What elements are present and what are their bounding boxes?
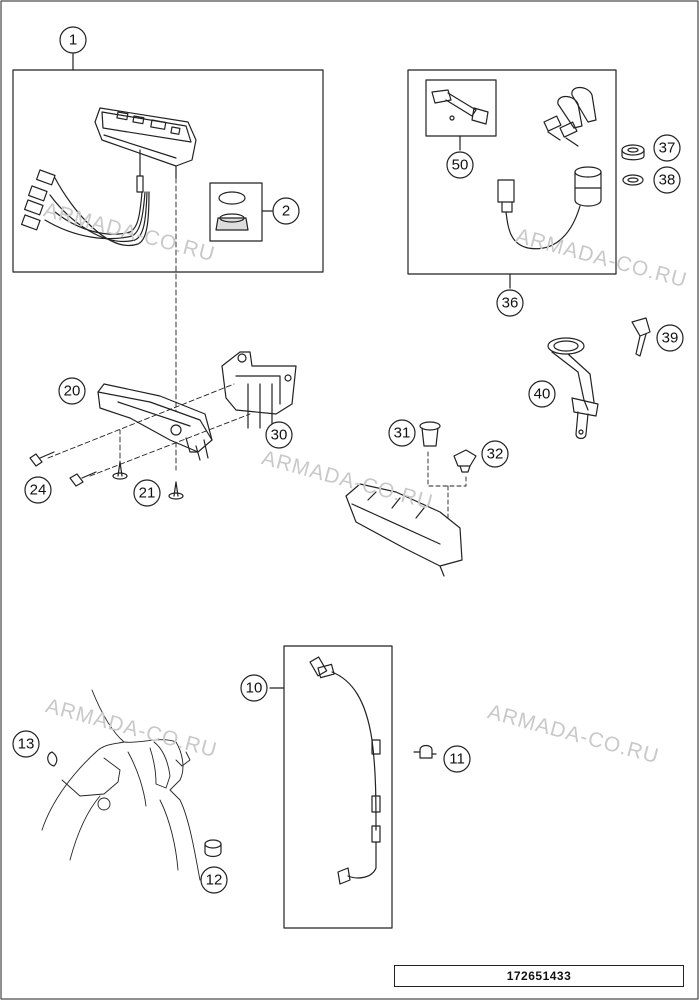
callout-label: 32 — [486, 445, 504, 463]
callout-label: 30 — [270, 426, 288, 444]
screw-21-b — [168, 481, 184, 500]
washer-38 — [622, 174, 644, 186]
callout-label: 20 — [63, 382, 81, 400]
speedometer-unit[interactable] — [94, 107, 197, 193]
screw-24-b — [69, 471, 97, 487]
callout-circle — [656, 324, 684, 352]
callout-label: 37 — [658, 139, 676, 157]
callout-circle — [388, 419, 416, 447]
callout-circle — [24, 476, 52, 504]
nut-37 — [621, 144, 645, 161]
ignition-cable — [497, 179, 581, 250]
callout-label: 40 — [533, 385, 551, 403]
callout-circle — [653, 166, 681, 194]
callout-circle — [240, 674, 268, 702]
callout-label: 36 — [501, 294, 519, 312]
callout-circle — [58, 377, 86, 405]
lock-holder-40 — [547, 337, 599, 440]
screw-21-a — [112, 461, 128, 480]
upper-bracket-20 — [97, 383, 213, 461]
callout-circle — [59, 26, 87, 54]
group-box-part-50 — [425, 79, 497, 137]
callout-label: 31 — [393, 424, 411, 442]
callout-circle — [653, 134, 681, 162]
callout-label: 10 — [245, 679, 263, 697]
diagram-code-box: 172651433 — [394, 965, 684, 987]
circlip-13 — [47, 751, 58, 767]
callout-label: 12 — [205, 871, 223, 889]
callout-circle — [481, 440, 509, 468]
key-blank-39 — [631, 317, 651, 357]
callout-label: 13 — [17, 735, 35, 753]
callout-label: 38 — [658, 171, 676, 189]
ignition-keys — [543, 86, 597, 147]
ignition-switch-body — [574, 166, 602, 207]
speedometer-bracket-seal — [215, 191, 249, 231]
callout-circle — [496, 289, 524, 317]
callout-circle — [446, 151, 474, 179]
sensor-cable — [309, 656, 381, 885]
group-box-speedometer — [12, 69, 324, 273]
pin-31 — [419, 421, 441, 447]
callout-circle — [200, 866, 228, 894]
callout-circle — [443, 745, 471, 773]
group-box-ignition — [407, 69, 617, 275]
callout-label: 50 — [451, 156, 469, 174]
bracket-30 — [221, 351, 297, 429]
callout-label: 21 — [138, 484, 156, 502]
callout-circle — [265, 421, 293, 449]
speedometer-cable-harness — [20, 169, 150, 247]
cable-clip-11 — [413, 744, 437, 759]
grommet-32 — [453, 449, 477, 473]
callout-label: 11 — [449, 750, 465, 768]
callout-label: 2 — [281, 202, 291, 220]
callout-label: 39 — [661, 329, 679, 347]
callout-circle — [133, 479, 161, 507]
screw-24-a — [29, 451, 55, 467]
group-box-part-2 — [209, 182, 263, 242]
callout-circle — [12, 730, 40, 758]
lower-bracket — [345, 483, 463, 577]
lock-cylinder — [431, 89, 489, 125]
diagram-code: 172651433 — [506, 969, 572, 983]
callout-label: 24 — [29, 481, 47, 499]
bushing-12 — [204, 839, 222, 858]
fork-bridge-outline — [41, 689, 201, 881]
callout-circle — [528, 380, 556, 408]
callout-label: 1 — [68, 31, 78, 49]
callout-circle — [272, 197, 300, 225]
group-box-cable — [283, 645, 393, 929]
